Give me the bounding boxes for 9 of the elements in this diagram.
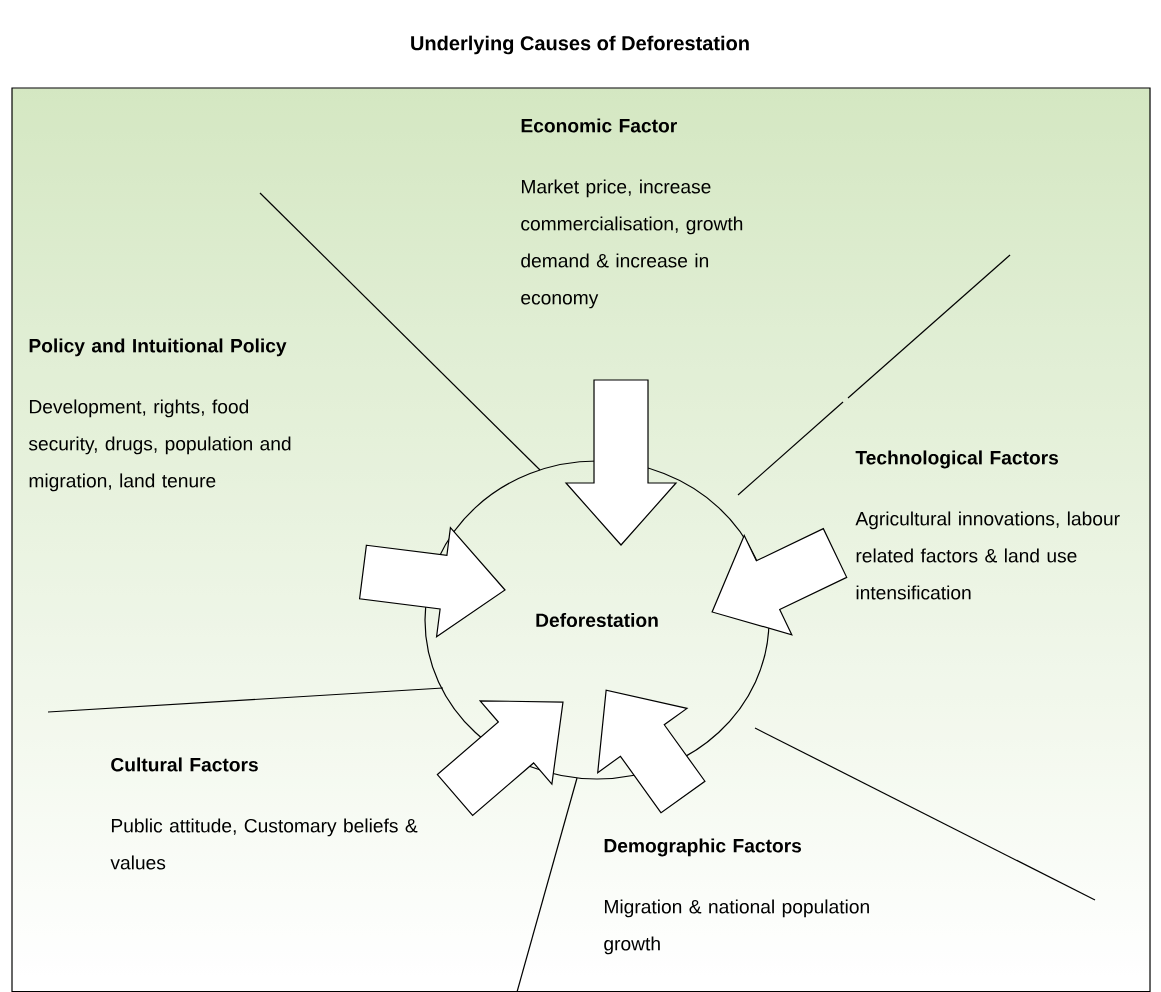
factor-text: Economic Factor Market price, increase commercialisation, growth demand & increase in economy bbox=[521, 118, 743, 309]
factor-text: Technological Factors Agricultural innovations, labour related factors & land use intensification bbox=[855, 450, 1120, 600]
block-arrow bbox=[436, 700, 564, 817]
block-arrow bbox=[564, 379, 678, 546]
factor-text: Cultural Factors Public attitude, Customary beliefs & values bbox=[110, 757, 418, 870]
block-arrow bbox=[597, 689, 706, 814]
title: Underlying Causes of Deforestation bbox=[411, 35, 749, 55]
factor-text: Policy and Intuitional Policy Development, rights, food security, drugs, population and migration, land tenure bbox=[28, 338, 291, 492]
factor-text: Demographic Factors Migration & national population growth bbox=[604, 838, 869, 955]
